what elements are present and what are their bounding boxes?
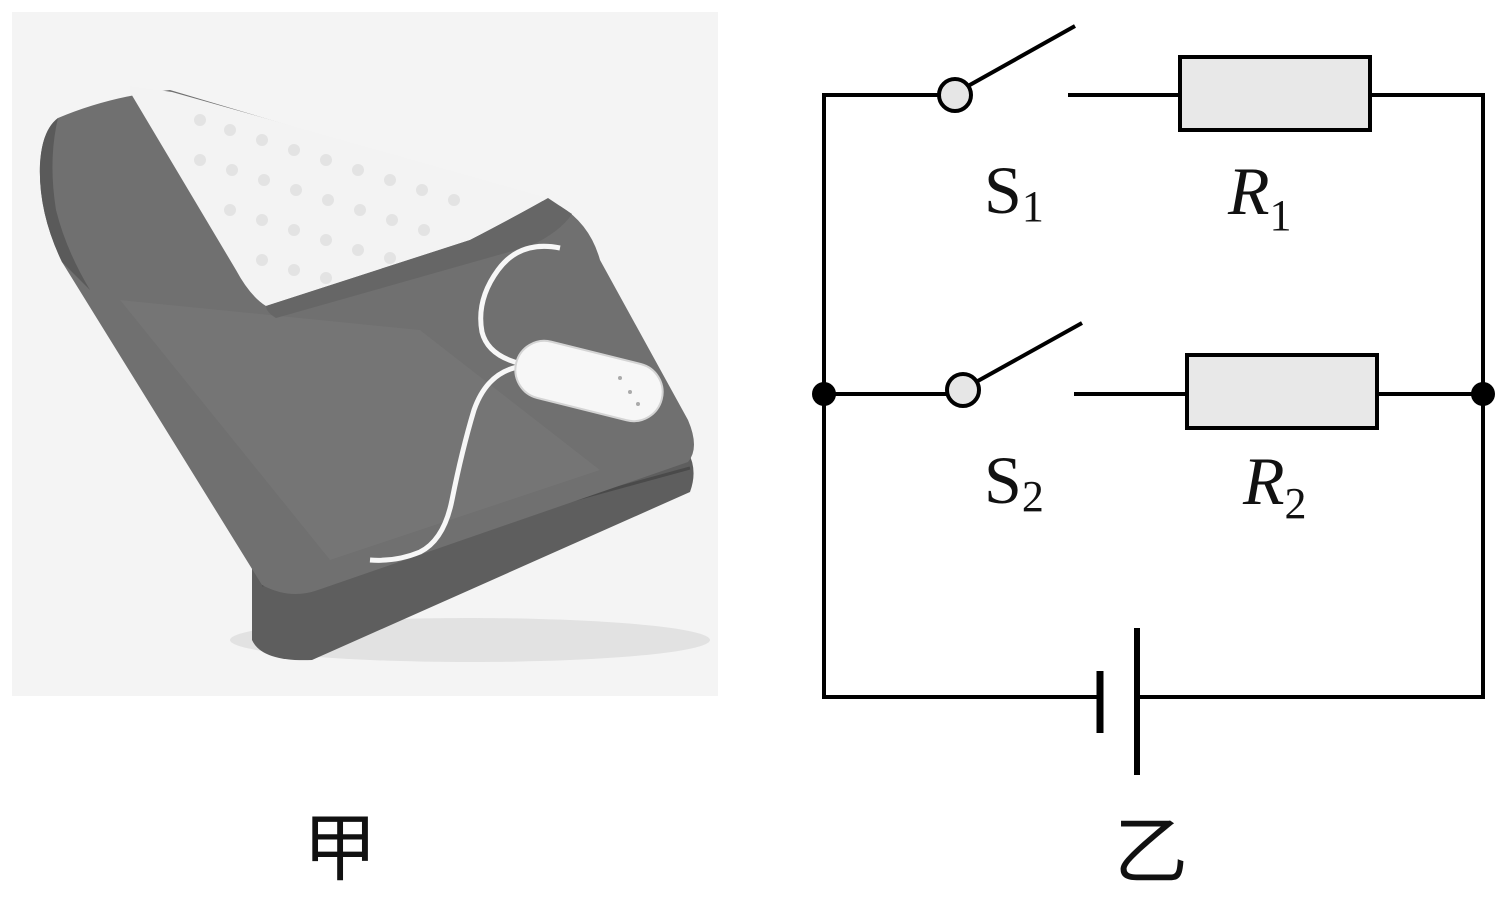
- label-s2-sub: 2: [1022, 472, 1044, 521]
- caption-right: 乙: [1114, 809, 1188, 895]
- label-r2-sub: 2: [1285, 479, 1307, 528]
- controller-body: [514, 339, 664, 423]
- power-cord-lower: [369, 363, 525, 563]
- switch-s2-blade: [975, 321, 1083, 384]
- switch-s1-pivot: [937, 77, 973, 113]
- resistor-r1: [1178, 55, 1372, 132]
- blanket-left-edge: [39, 118, 90, 290]
- resistor-r2: [1185, 353, 1379, 430]
- electric-blanket-photo: [12, 12, 718, 696]
- label-r1-letter: R: [1227, 153, 1270, 229]
- power-cord: [478, 243, 561, 367]
- label-s2-letter: S: [984, 442, 1022, 518]
- label-s1: S1: [984, 152, 1044, 231]
- blanket-flap-edge: [266, 198, 572, 318]
- label-r2: R2: [1242, 443, 1307, 528]
- label-s1-sub: 1: [1022, 182, 1044, 231]
- blanket-shading: [120, 300, 600, 560]
- junction-right: [1471, 382, 1495, 406]
- label-r2-letter: R: [1242, 443, 1285, 519]
- label-s2: S2: [984, 442, 1044, 521]
- switch-s2-pivot: [945, 372, 981, 408]
- switch-s1-blade: [967, 24, 1076, 88]
- caption-left: 甲: [303, 806, 377, 892]
- junction-left: [812, 382, 836, 406]
- blanket-lower-fold: [252, 452, 694, 661]
- blanket-lining: [130, 86, 548, 306]
- controller: [514, 339, 664, 423]
- label-s1-letter: S: [984, 152, 1022, 228]
- label-r1: R1: [1227, 153, 1292, 240]
- lining-dots: [194, 114, 460, 284]
- circuit-diagram: [812, 24, 1495, 775]
- circuit-labels: S1 R1 S2 R2: [984, 152, 1307, 528]
- label-r1-sub: 1: [1270, 191, 1292, 240]
